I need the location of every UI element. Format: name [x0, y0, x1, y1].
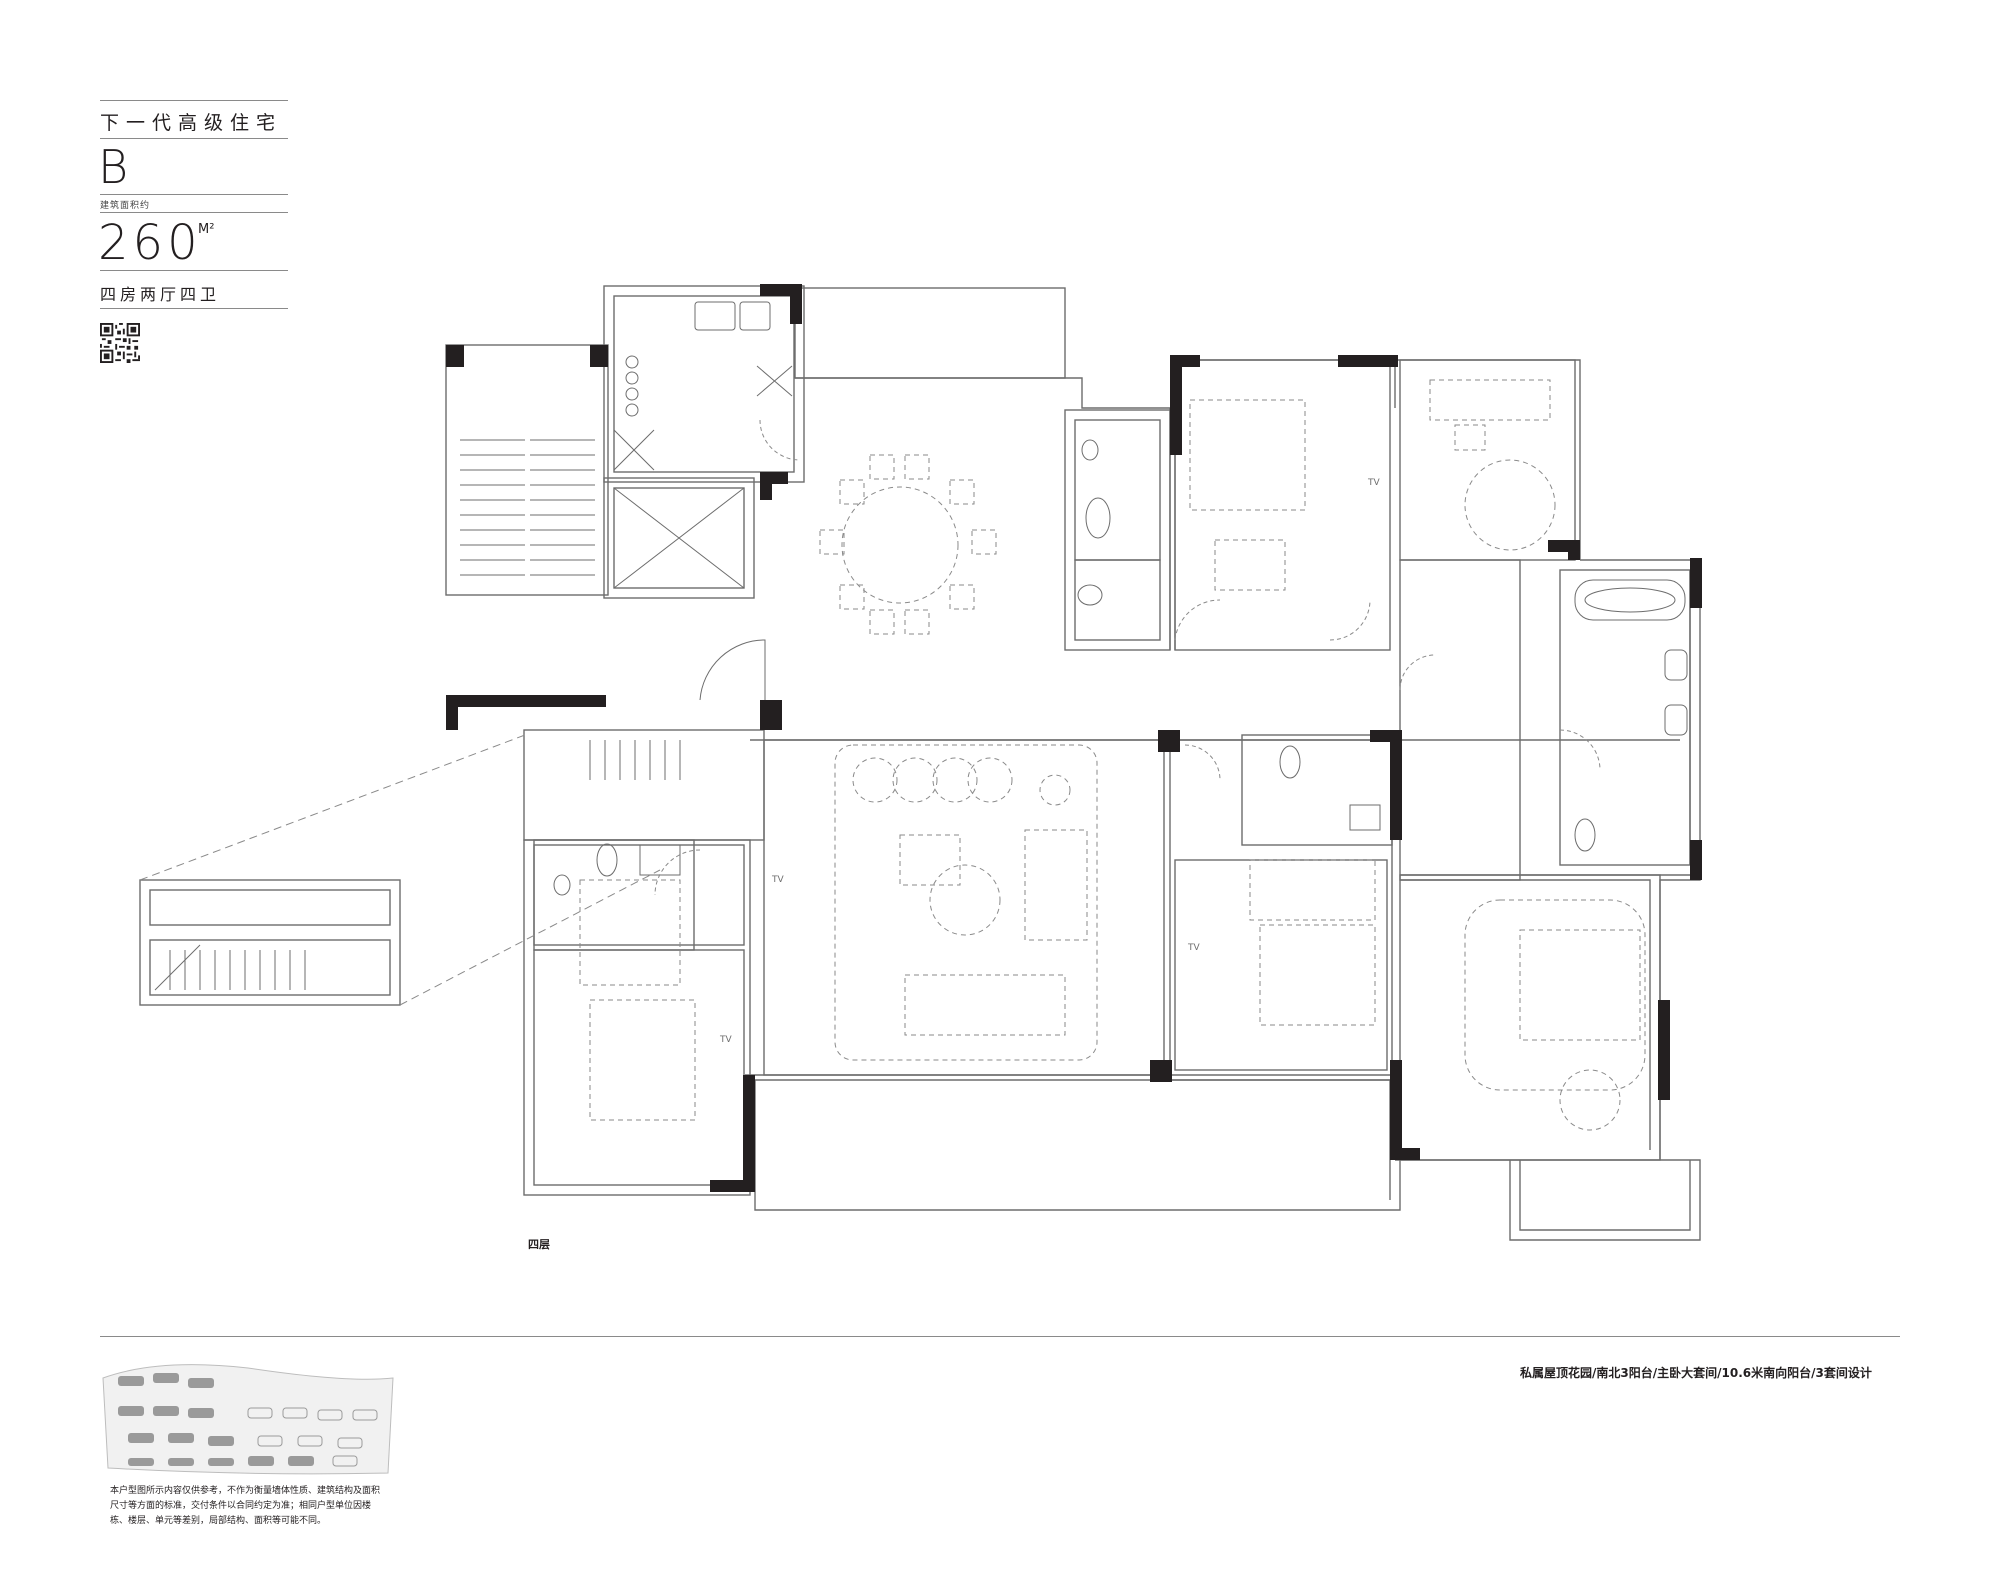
qr-code[interactable]	[100, 323, 140, 363]
furniture	[579, 379, 1646, 1131]
bedroom-middle	[1169, 739, 1393, 1081]
north-balcony	[794, 287, 1066, 379]
master-bedroom	[1399, 874, 1661, 1161]
feature-summary: 私属屋顶花园/南北3阳台/主卧大套间/10.6米南向阳台/3套间设计	[1520, 1366, 1872, 1380]
stair-core	[445, 344, 609, 596]
stair-inset	[139, 879, 401, 1006]
corridor	[1399, 559, 1521, 881]
unit-type-letter: B	[98, 140, 129, 194]
structural-columns	[446, 284, 1702, 1192]
disclaimer: 本户型图所示内容仅供参考，不作为衡量墙体性质、建筑结构及面积尺寸等方面的标准，交…	[110, 1486, 381, 1526]
header-rule-top	[100, 100, 288, 101]
area-value: 260	[98, 215, 202, 271]
elevator-shaft	[603, 477, 755, 599]
doors	[654, 419, 1601, 896]
exterior-walls	[139, 285, 1701, 1241]
study-north	[1399, 359, 1576, 561]
layout-type: 四房两厅四卫	[100, 285, 221, 304]
header-rule-5	[100, 270, 288, 271]
stair-treads	[154, 439, 681, 991]
doors-solid	[699, 639, 766, 701]
footer-rule	[100, 1336, 1900, 1337]
header-rule-6	[100, 308, 288, 309]
tv-labels: TV TV TV TV	[719, 478, 1380, 1045]
master-bath	[1559, 569, 1691, 866]
bath-west	[533, 839, 695, 951]
header-rule-2	[100, 138, 288, 139]
area-unit: M²	[198, 222, 215, 237]
kitchen	[603, 285, 805, 483]
tv-label: TV	[719, 1035, 732, 1045]
header-rule-3	[100, 194, 288, 195]
area-caption: 建筑面积约	[100, 201, 151, 211]
tv-label: TV	[1367, 478, 1380, 488]
bedroom-north-1	[1174, 359, 1391, 651]
bath-middle	[1241, 734, 1393, 846]
tagline: 下一代高级住宅	[100, 112, 283, 134]
dashed-leaders	[139, 734, 661, 1006]
floor-label: 四层	[528, 1238, 550, 1251]
powder-room	[1064, 409, 1171, 651]
tv-label: TV	[1187, 943, 1200, 953]
fixtures	[553, 301, 1688, 896]
dining-table	[841, 486, 959, 604]
site-map	[102, 1364, 394, 1475]
elevator-cross	[613, 487, 745, 589]
living-room	[763, 739, 1165, 1076]
header-rule-4	[100, 212, 288, 213]
tv-label: TV	[771, 875, 784, 885]
